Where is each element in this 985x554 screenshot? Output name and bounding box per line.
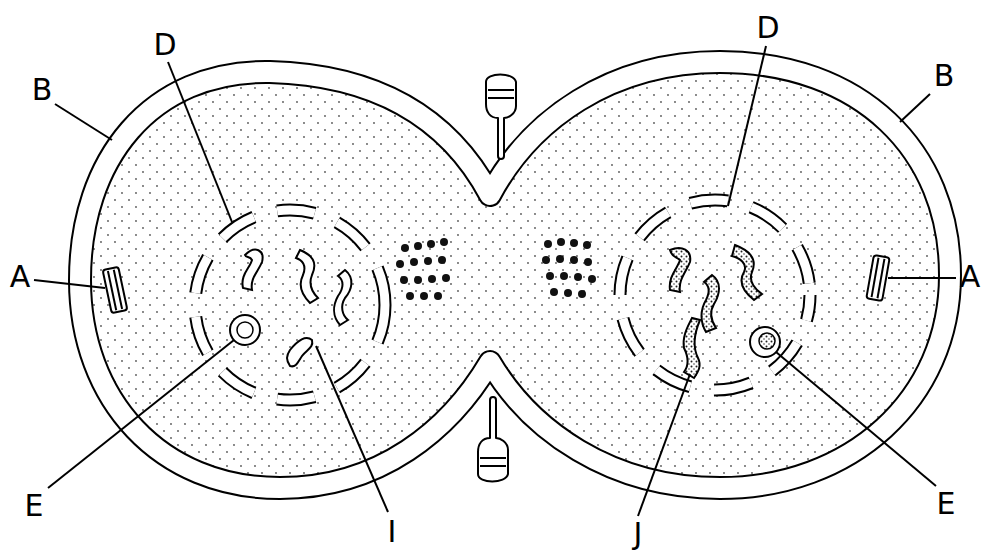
- part-label: B: [32, 75, 53, 105]
- leader-line: [776, 352, 936, 486]
- leader-line: [168, 62, 232, 222]
- cell-membrane: [80, 62, 950, 488]
- part-label: D: [756, 13, 779, 43]
- chromosome: [732, 245, 762, 300]
- part-label: D: [153, 30, 176, 60]
- chromosome: [670, 248, 691, 292]
- envelope-fragment-outline: [620, 200, 810, 390]
- part-label: I: [388, 517, 397, 547]
- leader-line: [55, 104, 112, 140]
- cytoplasm: [80, 62, 950, 488]
- nucleolus: [230, 315, 260, 345]
- chromosome: [334, 270, 351, 325]
- leader-lines: [34, 46, 956, 516]
- centriole: [103, 267, 128, 313]
- chromosome: [684, 318, 700, 378]
- centriole: [866, 255, 889, 301]
- leader-line: [900, 94, 930, 122]
- envelope-fragment-fill: [620, 200, 810, 390]
- leader-line: [316, 346, 388, 512]
- chromosome: [702, 275, 720, 332]
- leader-line: [638, 374, 690, 516]
- chromosome: [287, 338, 312, 366]
- leader-line: [728, 46, 766, 206]
- chromosomes-left: [230, 250, 351, 367]
- part-label: A: [10, 262, 31, 292]
- leader-line: [48, 340, 234, 488]
- leader-line: [34, 280, 105, 288]
- nucleolus: [750, 327, 780, 357]
- part-label: E: [937, 489, 956, 519]
- membrane-outer: [80, 62, 950, 488]
- chromosome: [242, 250, 262, 290]
- part-label: J: [634, 519, 643, 549]
- envelope-fragment-outline: [195, 210, 385, 400]
- chromosome: [296, 250, 318, 303]
- nucleolus-core: [237, 322, 253, 338]
- spindle-remnant: [396, 238, 596, 300]
- nucleolus-core: [759, 333, 775, 349]
- membrane-gap: [80, 62, 950, 488]
- leader-line: [888, 277, 956, 279]
- part-label: B: [934, 61, 955, 91]
- envelope-fragment-fill: [195, 210, 385, 400]
- part-label: A: [960, 262, 981, 292]
- hand-pointing-up: [478, 397, 508, 482]
- hand-pointing-down: [486, 75, 516, 160]
- nuclear-envelope-fragments: [195, 200, 810, 400]
- centrioles: [103, 255, 890, 313]
- pointing-hands: [478, 75, 516, 482]
- chromosomes-right: [670, 245, 780, 378]
- part-label: E: [25, 491, 44, 521]
